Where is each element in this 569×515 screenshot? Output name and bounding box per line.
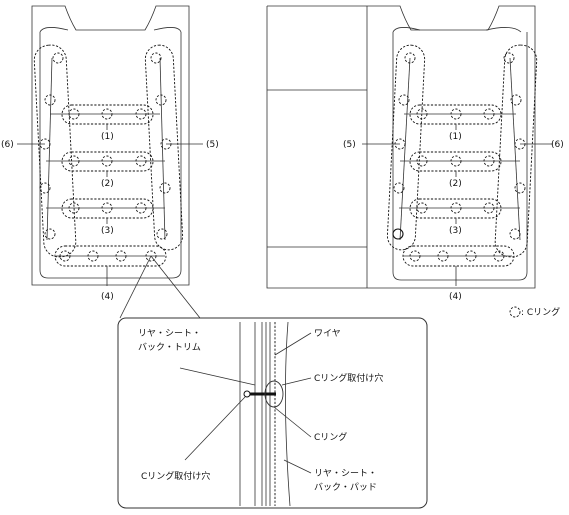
right-row-1: [404, 104, 516, 125]
right-side-wire: [159, 57, 166, 241]
c-ring-icon: [514, 182, 526, 194]
left-row-4: [54, 245, 167, 267]
wire-label: ワイヤ: [314, 329, 341, 339]
right-label-4: (4): [449, 292, 462, 302]
c-ring-icon: [150, 52, 162, 64]
right-label-2: (2): [449, 179, 462, 189]
right-seat-left-ring-group: [386, 44, 426, 251]
c-ring-icon: [44, 94, 56, 106]
c-ring-icon: [392, 228, 404, 240]
right-label-1: (1): [449, 132, 462, 142]
c-ring-icon: [398, 94, 410, 106]
mounting-hole-icon: [243, 390, 251, 398]
right-label-6: (6): [551, 140, 564, 150]
pad-contour: [285, 321, 291, 507]
right-row-4: [402, 245, 515, 267]
c-ring-icon: [39, 182, 51, 194]
c-ring-icon: [404, 52, 416, 64]
left-label-4: (4): [101, 292, 114, 302]
legend-label: : Cリング: [521, 306, 560, 318]
right-side-ring-group: [144, 44, 184, 251]
c-ring-icon: [159, 182, 171, 194]
left-side-wire: [46, 57, 53, 241]
left-seat-contour: [39, 27, 182, 33]
right-label-5: (5): [343, 140, 356, 150]
right-row-3: [399, 198, 520, 219]
detail-callout: [117, 255, 428, 509]
trim-label-line2: バック・トリム: [138, 342, 201, 353]
pad-label-line2: バック・パッド: [314, 482, 377, 493]
hole-label-right: Cリング取付け穴: [314, 372, 383, 384]
right-label-3: (3): [449, 226, 462, 236]
c-ring-icon: [510, 94, 522, 106]
left-label-3: (3): [101, 226, 114, 236]
left-seat-inner-edge: [39, 32, 182, 279]
hole-label-left: Cリング取付け穴: [141, 470, 210, 482]
left-seat-back: [17, 5, 203, 286]
detail-frame: [117, 317, 428, 509]
right-row-2: [400, 151, 520, 172]
right-seat-outline: [266, 5, 536, 289]
c-ring-icon: [52, 52, 64, 64]
left-seat-outline: [31, 5, 190, 286]
right-seat-right-ring-group: [494, 44, 538, 258]
left-row-2: [46, 151, 165, 172]
detail-leader-lines: [119, 255, 201, 319]
c-ring-icon: [155, 94, 167, 106]
left-row-1: [50, 104, 160, 125]
trim-label-line1: リヤ・シート・: [138, 329, 201, 339]
left-label-2: (2): [101, 179, 114, 189]
right-seat-contour: [392, 27, 522, 33]
right-seat-back: [266, 5, 553, 289]
left-side-ring-group: [33, 44, 77, 258]
c-ring-label: Cリング: [314, 431, 347, 443]
c-ring-icon: [393, 182, 405, 194]
c-ring-icon: [156, 228, 168, 240]
c-ring-icon: [503, 52, 515, 64]
c-ring-icon: [509, 228, 521, 240]
left-label-1: (1): [101, 132, 114, 142]
pad-label-line1: リヤ・シート・: [314, 469, 377, 479]
c-ring-icon: [44, 228, 56, 240]
left-row-3: [46, 198, 165, 219]
c-ring-legend-icon: [509, 306, 521, 318]
left-label-6: (6): [1, 140, 14, 150]
left-label-5: (5): [206, 140, 219, 150]
